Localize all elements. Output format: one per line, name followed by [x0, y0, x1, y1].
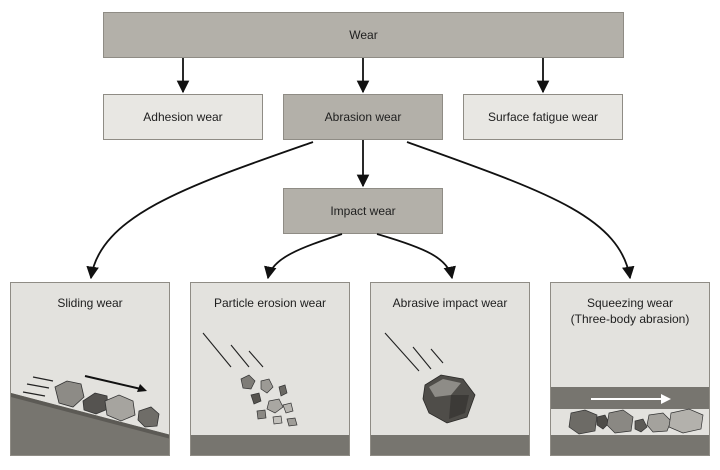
- rock: [646, 412, 672, 433]
- direction-arrow: [84, 375, 142, 390]
- arrow-abrasion-to-sliding: [86, 141, 314, 280]
- squeezing-wear-panel: Squeezing wear (Three-body abrasion): [550, 282, 710, 456]
- wear-node: Wear: [103, 12, 624, 58]
- motion-line: [230, 344, 250, 368]
- particle: [286, 417, 298, 427]
- impact-wear-label: Impact wear: [330, 204, 396, 218]
- sliding-wear-title: Sliding wear: [57, 296, 123, 310]
- particle: [278, 384, 288, 397]
- sliding-wear-illustration: [11, 375, 169, 455]
- wear-label: Wear: [349, 28, 378, 42]
- motion-line: [22, 391, 46, 397]
- sliding-wear-panel: Sliding wear: [10, 282, 170, 456]
- motion-line: [26, 383, 50, 389]
- surface-fatigue-wear-label: Surface fatigue wear: [487, 110, 599, 124]
- squeezing-wear-title: Squeezing wear (Three-body abrasion): [570, 296, 690, 326]
- motion-line: [32, 376, 54, 382]
- abrasive-impact-wear-title: Abrasive impact wear: [392, 296, 508, 310]
- arrow-abrasion-to-squeezing: [406, 141, 635, 280]
- adhesion-wear-label: Adhesion wear: [143, 110, 223, 124]
- abrasive-impact-illustration: [371, 332, 529, 455]
- particle-erosion-wear-panel: Particle erosion wear: [190, 282, 350, 456]
- rock: [606, 409, 634, 434]
- motion-line: [248, 350, 264, 368]
- inclined-surface: [11, 393, 169, 455]
- abrasive-impact-wear-panel: Abrasive impact wear: [370, 282, 530, 456]
- arrow-impact-to-particle: [264, 233, 343, 280]
- rock: [137, 406, 160, 428]
- adhesion-wear-node: Adhesion wear: [103, 94, 263, 140]
- particle-erosion-wear-title: Particle erosion wear: [213, 296, 327, 310]
- rock: [568, 409, 598, 435]
- particle-erosion-illustration: [191, 332, 349, 455]
- surface-fatigue-wear-node: Surface fatigue wear: [463, 94, 623, 140]
- rock: [104, 394, 136, 422]
- arrow-impact-to-abrasive: [376, 233, 456, 280]
- lower-body: [551, 435, 709, 455]
- squeezing-illustration: [551, 387, 709, 455]
- abrasion-wear-node: Abrasion wear: [283, 94, 443, 140]
- motion-line: [412, 346, 432, 370]
- rock: [54, 380, 85, 408]
- rock: [596, 414, 610, 430]
- rock: [82, 392, 109, 415]
- particle: [260, 378, 274, 394]
- particle: [272, 415, 283, 425]
- particle: [240, 374, 256, 390]
- particle: [266, 398, 284, 414]
- impact-wear-node: Impact wear: [283, 188, 443, 234]
- rock: [668, 408, 704, 434]
- abrasion-wear-label: Abrasion wear: [324, 110, 402, 124]
- target-surface: [191, 435, 349, 455]
- rock: [634, 418, 648, 433]
- particle: [256, 409, 267, 420]
- particle: [282, 402, 294, 414]
- motion-line: [384, 332, 420, 372]
- motion-line: [430, 348, 444, 364]
- motion-line: [202, 332, 232, 368]
- particle: [250, 392, 262, 405]
- target-surface: [371, 435, 529, 455]
